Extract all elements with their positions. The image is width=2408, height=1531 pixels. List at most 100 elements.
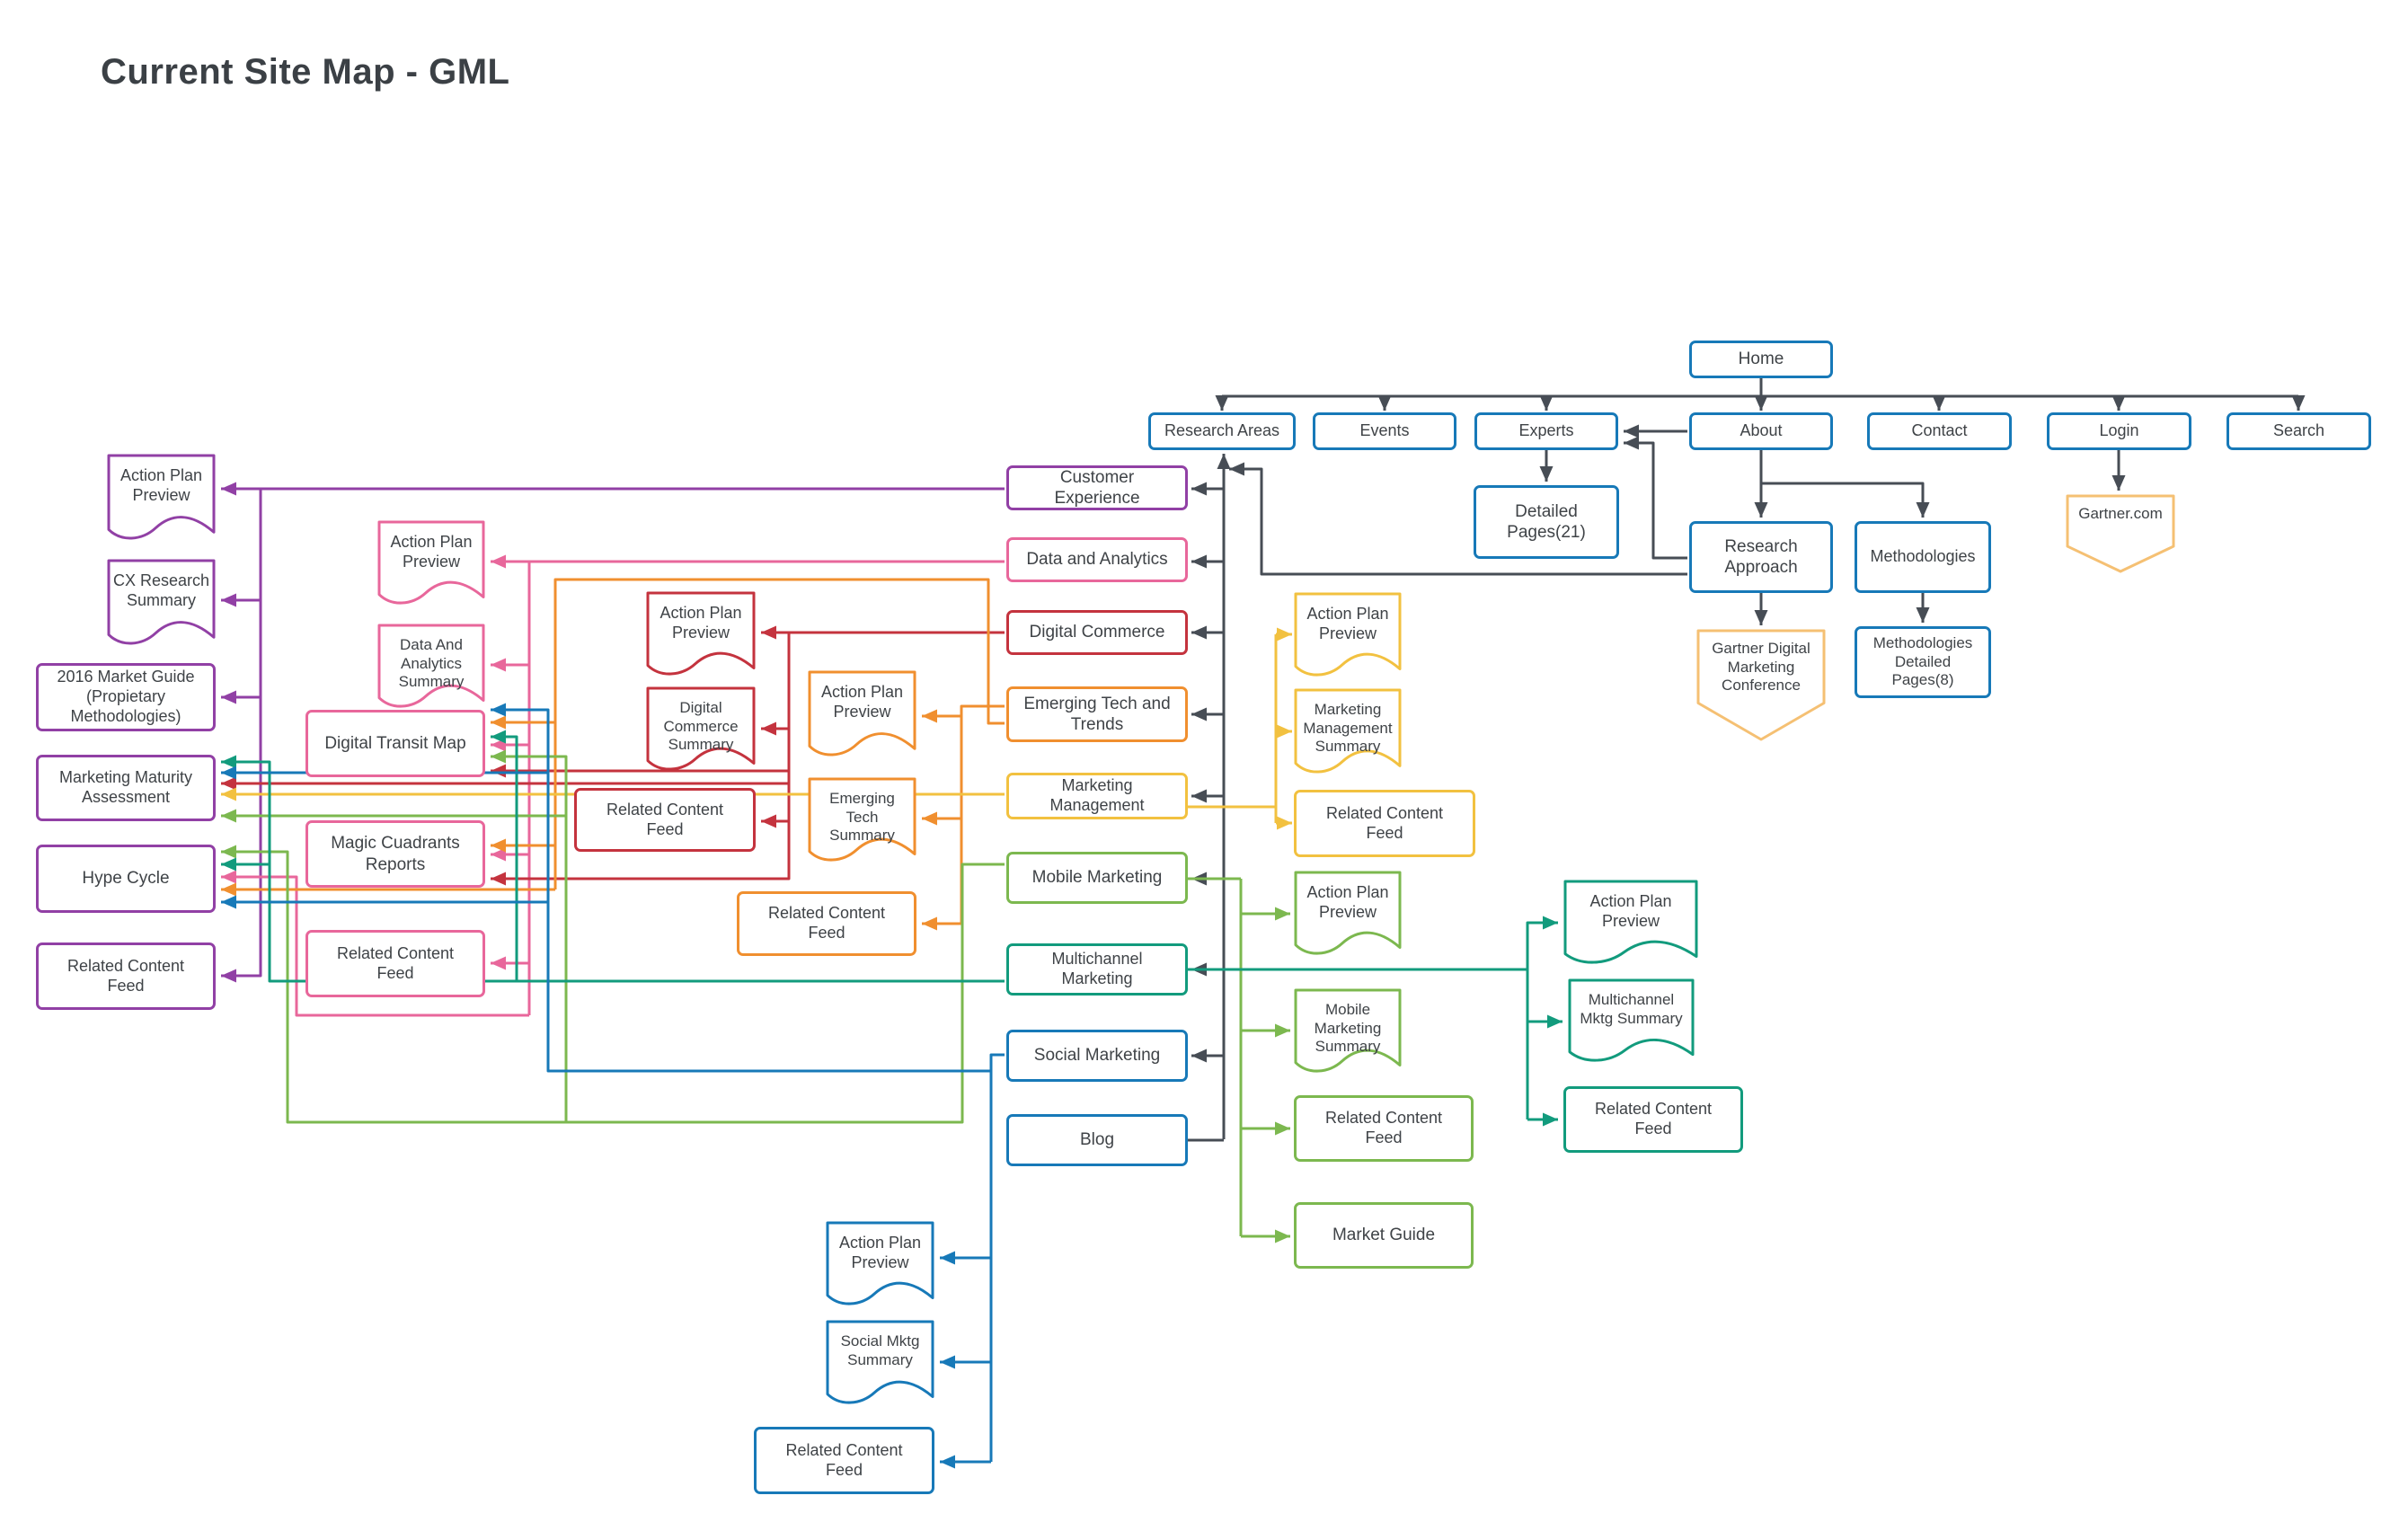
multichannel-marketing[interactable]: Multichannel Marketing — [1006, 943, 1188, 996]
arrowhead-icon — [1624, 424, 1639, 438]
digital-commerce[interactable]: Digital Commerce — [1006, 610, 1188, 655]
magic-cuadrants-reports[interactable]: Magic Cuadrants Reports — [305, 820, 485, 888]
action-plan-preview-dc[interactable]: Action Plan Preview — [646, 591, 756, 677]
blog[interactable]: Blog — [1006, 1114, 1188, 1166]
marketing-management-summary[interactable]: Marketing Management Summary — [1294, 688, 1402, 774]
related-content-feed-da[interactable]: Related Content Feed — [305, 930, 485, 997]
related-content-feed-et[interactable]: Related Content Feed — [737, 891, 916, 956]
related-content-feed-dc[interactable]: Related Content Feed — [574, 788, 756, 852]
hype-cycle[interactable]: Hype Cycle — [36, 845, 216, 913]
detailed-pages-21-label: Detailed Pages(21) — [1507, 501, 1586, 542]
doc-shape — [808, 777, 916, 862]
arrowhead-icon — [221, 845, 236, 859]
pink-connector — [221, 875, 529, 1017]
research-approach-label: Research Approach — [1724, 536, 1798, 577]
digital-commerce-summary[interactable]: Digital Commerce Summary — [646, 686, 756, 772]
arrowhead-icon — [221, 482, 236, 496]
arrowhead-icon — [940, 1455, 955, 1469]
experts-label: Experts — [1518, 421, 1574, 440]
data-and-analytics-summary[interactable]: Data And Analytics Summary — [377, 624, 485, 709]
data-and-analytics[interactable]: Data and Analytics — [1006, 537, 1188, 582]
arrowhead-icon — [221, 895, 236, 909]
related-content-feed-mm[interactable]: Related Content Feed — [1294, 790, 1475, 857]
mobile-marketing[interactable]: Mobile Marketing — [1006, 852, 1188, 904]
related-content-feed-mob[interactable]: Related Content Feed — [1294, 1095, 1474, 1162]
methodologies-detailed-pages-8[interactable]: Methodologies Detailed Pages(8) — [1855, 626, 1991, 698]
about[interactable]: About — [1689, 412, 1833, 450]
emerging-tech-summary[interactable]: Emerging Tech Summary — [808, 777, 916, 863]
arrowhead-icon — [221, 857, 236, 872]
arrowhead-icon — [1215, 395, 1229, 411]
research-approach[interactable]: Research Approach — [1689, 521, 1833, 593]
events[interactable]: Events — [1313, 412, 1456, 450]
arrowhead-icon — [1275, 1121, 1290, 1136]
arrowhead-icon — [491, 956, 506, 970]
social-marketing[interactable]: Social Marketing — [1006, 1030, 1188, 1082]
related-content-feed-cx[interactable]: Related Content Feed — [36, 942, 216, 1010]
arrowhead-icon — [940, 1251, 955, 1265]
orange-connector — [960, 704, 1005, 924]
arrowhead-icon — [1543, 916, 1558, 930]
related-content-feed-mc[interactable]: Related Content Feed — [1563, 1086, 1743, 1153]
arrowhead-icon — [491, 715, 506, 730]
action-plan-preview-et[interactable]: Action Plan Preview — [808, 670, 916, 757]
related-content-feed-sm[interactable]: Related Content Feed — [754, 1427, 934, 1494]
related-content-feed-sm-label: Related Content Feed — [785, 1440, 903, 1479]
arrowhead-icon — [491, 730, 506, 744]
market-guide[interactable]: Market Guide — [1294, 1202, 1474, 1269]
data-and-analytics-summary-label: Data And Analytics Summary — [398, 636, 465, 691]
arrowhead-icon — [491, 872, 506, 886]
customer-experience[interactable]: Customer Experience — [1006, 465, 1188, 510]
gartner-digital-marketing-conference[interactable]: Gartner Digital Marketing Conference — [1696, 629, 1826, 741]
doc-shape — [1294, 988, 1402, 1073]
cx-research-summary[interactable]: CX Research Summary — [107, 559, 216, 646]
arrowhead-icon — [1547, 1014, 1563, 1029]
market-guide-2016[interactable]: 2016 Market Guide (Propietary Methodolog… — [36, 663, 216, 731]
marketing-maturity-assessment[interactable]: Marketing Maturity Assessment — [36, 755, 216, 821]
marketing-management[interactable]: Marketing Management — [1006, 773, 1188, 819]
arrowhead-icon — [221, 766, 236, 780]
social-mktg-summary[interactable]: Social Mktg Summary — [826, 1320, 934, 1405]
action-plan-preview-da[interactable]: Action Plan Preview — [377, 520, 485, 606]
home[interactable]: Home — [1689, 341, 1833, 378]
emerging-tech-and-trends-label: Emerging Tech and Trends — [1023, 694, 1171, 734]
mobile-marketing-label: Mobile Marketing — [1031, 868, 1163, 888]
green-connector — [221, 850, 566, 1124]
arrowhead-icon — [1624, 436, 1639, 450]
doc-shape — [377, 624, 485, 708]
search[interactable]: Search — [2227, 412, 2371, 450]
methodologies[interactable]: Methodologies — [1855, 521, 1991, 593]
action-plan-preview-mc[interactable]: Action Plan Preview — [1563, 880, 1698, 965]
experts[interactable]: Experts — [1474, 412, 1618, 450]
gartner-com[interactable]: Gartner.com — [2066, 494, 2175, 573]
arrowhead-icon — [2111, 475, 2126, 491]
multichannel-mktg-summary[interactable]: Multichannel Mktg Summary — [1568, 978, 1695, 1063]
arrowhead-icon — [1277, 627, 1292, 642]
gartner-digital-marketing-conference-label: Gartner Digital Marketing Conference — [1712, 640, 1810, 695]
research-areas[interactable]: Research Areas — [1148, 412, 1296, 450]
related-content-feed-mob-label: Related Content Feed — [1324, 1109, 1443, 1146]
arrowhead-icon — [1916, 502, 1930, 518]
blue-connector — [491, 708, 991, 1073]
arrowhead-icon — [1277, 816, 1292, 830]
arrowhead-icon — [761, 814, 776, 828]
login[interactable]: Login — [2047, 412, 2191, 450]
detailed-pages-21[interactable]: Detailed Pages(21) — [1474, 485, 1619, 559]
mobile-marketing-summary[interactable]: Mobile Marketing Summary — [1294, 988, 1402, 1074]
emerging-tech-and-trends[interactable]: Emerging Tech and Trends — [1006, 686, 1188, 742]
arrowhead-icon — [1191, 482, 1207, 496]
arrowhead-icon — [922, 811, 937, 826]
arrowhead-icon — [1275, 907, 1290, 921]
action-plan-preview-sm[interactable]: Action Plan Preview — [826, 1221, 934, 1306]
doc-shape — [107, 454, 216, 540]
action-plan-preview-dc-label: Action Plan Preview — [660, 604, 742, 642]
contact[interactable]: Contact — [1867, 412, 2012, 450]
doc-shape — [646, 686, 756, 771]
action-plan-preview-mob[interactable]: Action Plan Preview — [1294, 871, 1402, 956]
action-plan-preview-cx[interactable]: Action Plan Preview — [107, 454, 216, 541]
arrowhead-icon — [491, 749, 506, 764]
action-plan-preview-mm[interactable]: Action Plan Preview — [1294, 592, 1402, 677]
cx-research-summary-label: CX Research Summary — [112, 571, 210, 609]
arrowhead-icon — [1275, 1229, 1290, 1243]
digital-transit-map[interactable]: Digital Transit Map — [305, 710, 485, 777]
